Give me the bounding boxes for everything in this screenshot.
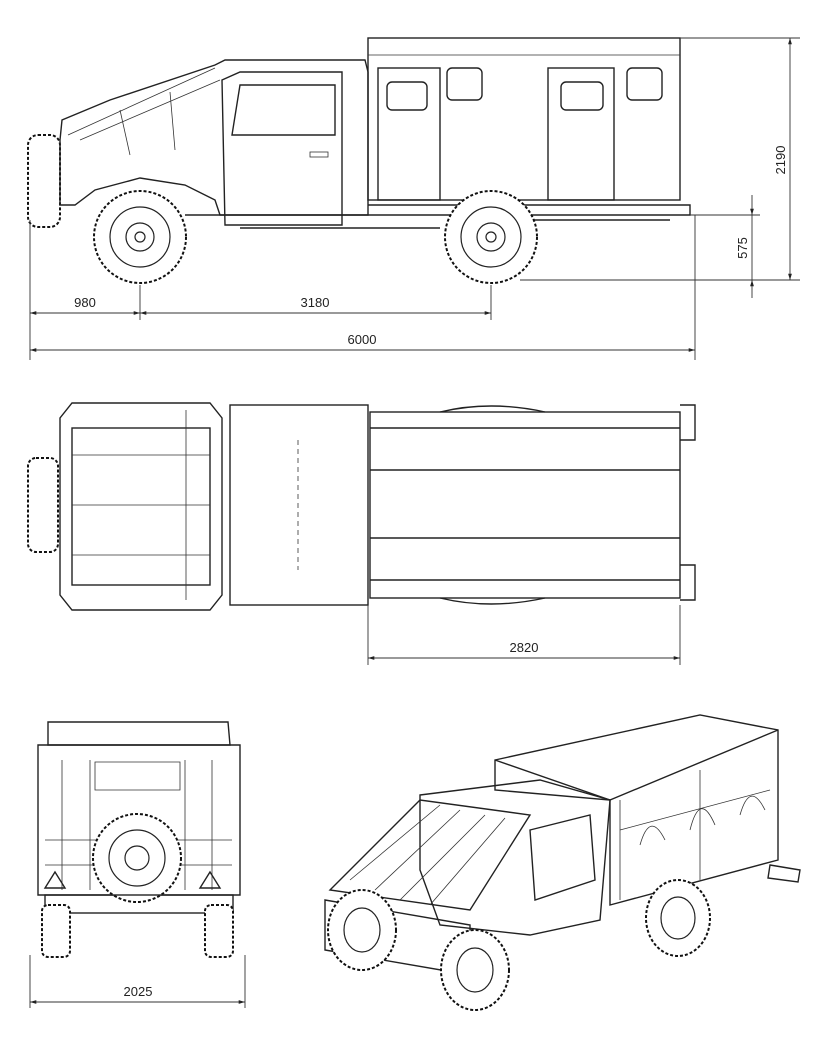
extension-lines bbox=[29, 955, 246, 1008]
box-window bbox=[446, 67, 483, 101]
rear-wheel-iso bbox=[645, 879, 711, 957]
cargo-box-roof bbox=[369, 411, 681, 599]
dim-label-wheelbase: 3180 bbox=[301, 295, 330, 310]
cage-bars-iso bbox=[349, 804, 506, 906]
dim-label-overall-width: 2025 bbox=[124, 984, 153, 999]
extension-lines bbox=[367, 605, 681, 665]
roll-cage bbox=[67, 67, 221, 156]
extension-lines bbox=[29, 37, 800, 360]
box-window bbox=[626, 67, 663, 101]
cage-rear bbox=[45, 760, 232, 890]
bumper bbox=[44, 894, 234, 914]
box-roof-rear bbox=[47, 721, 231, 746]
right-tire bbox=[204, 904, 234, 958]
box-roof-edge bbox=[494, 729, 779, 801]
isometric-view bbox=[324, 714, 801, 1011]
door-handle bbox=[309, 151, 329, 158]
cab-roof bbox=[229, 404, 369, 606]
cargo-box-iso bbox=[494, 714, 779, 906]
cab-hood-outline bbox=[59, 59, 369, 216]
chassis bbox=[185, 204, 691, 229]
rear-step-iso bbox=[767, 864, 801, 883]
rear-view: 2025 bbox=[29, 721, 246, 1008]
box-window bbox=[560, 81, 604, 111]
cargo-box bbox=[367, 37, 681, 201]
dim-label-front-overhang: 980 bbox=[74, 295, 96, 310]
seats bbox=[639, 795, 766, 846]
box-window bbox=[386, 81, 428, 111]
roof-panels bbox=[370, 427, 680, 581]
body-rear bbox=[37, 744, 241, 896]
dim-label-overall-height: 2190 bbox=[773, 146, 788, 175]
spare-tire bbox=[27, 134, 61, 228]
cage-bars bbox=[72, 410, 210, 600]
spare-wheel-rear bbox=[92, 813, 182, 903]
wheel-arches bbox=[439, 405, 546, 605]
top-view: 2820 bbox=[27, 402, 696, 665]
hood-cage-iso bbox=[328, 799, 532, 911]
front-left-wheel-iso bbox=[327, 889, 397, 971]
hood-top bbox=[71, 427, 211, 586]
left-tire bbox=[41, 904, 71, 958]
box-door-right bbox=[547, 67, 615, 201]
dim-label-ground-clearance: 575 bbox=[735, 237, 750, 259]
cab-door bbox=[221, 71, 343, 226]
rear-wheel bbox=[444, 190, 538, 284]
roll-cage-top bbox=[59, 402, 223, 611]
front-wheel bbox=[93, 190, 187, 284]
reflector-triangles bbox=[43, 870, 222, 889]
box-interior bbox=[619, 770, 771, 900]
dim-label-overall-length: 6000 bbox=[348, 332, 377, 347]
spare-tire bbox=[27, 457, 59, 553]
box-door-left bbox=[377, 67, 441, 201]
side-view: 980 3180 6000 2190 575 bbox=[27, 37, 800, 360]
rear-steps bbox=[680, 404, 696, 601]
cab-iso bbox=[419, 779, 611, 936]
dim-label-cargo-body-length: 2820 bbox=[510, 640, 539, 655]
front-right-wheel-iso bbox=[440, 929, 510, 1011]
cab-door-iso bbox=[529, 814, 596, 901]
